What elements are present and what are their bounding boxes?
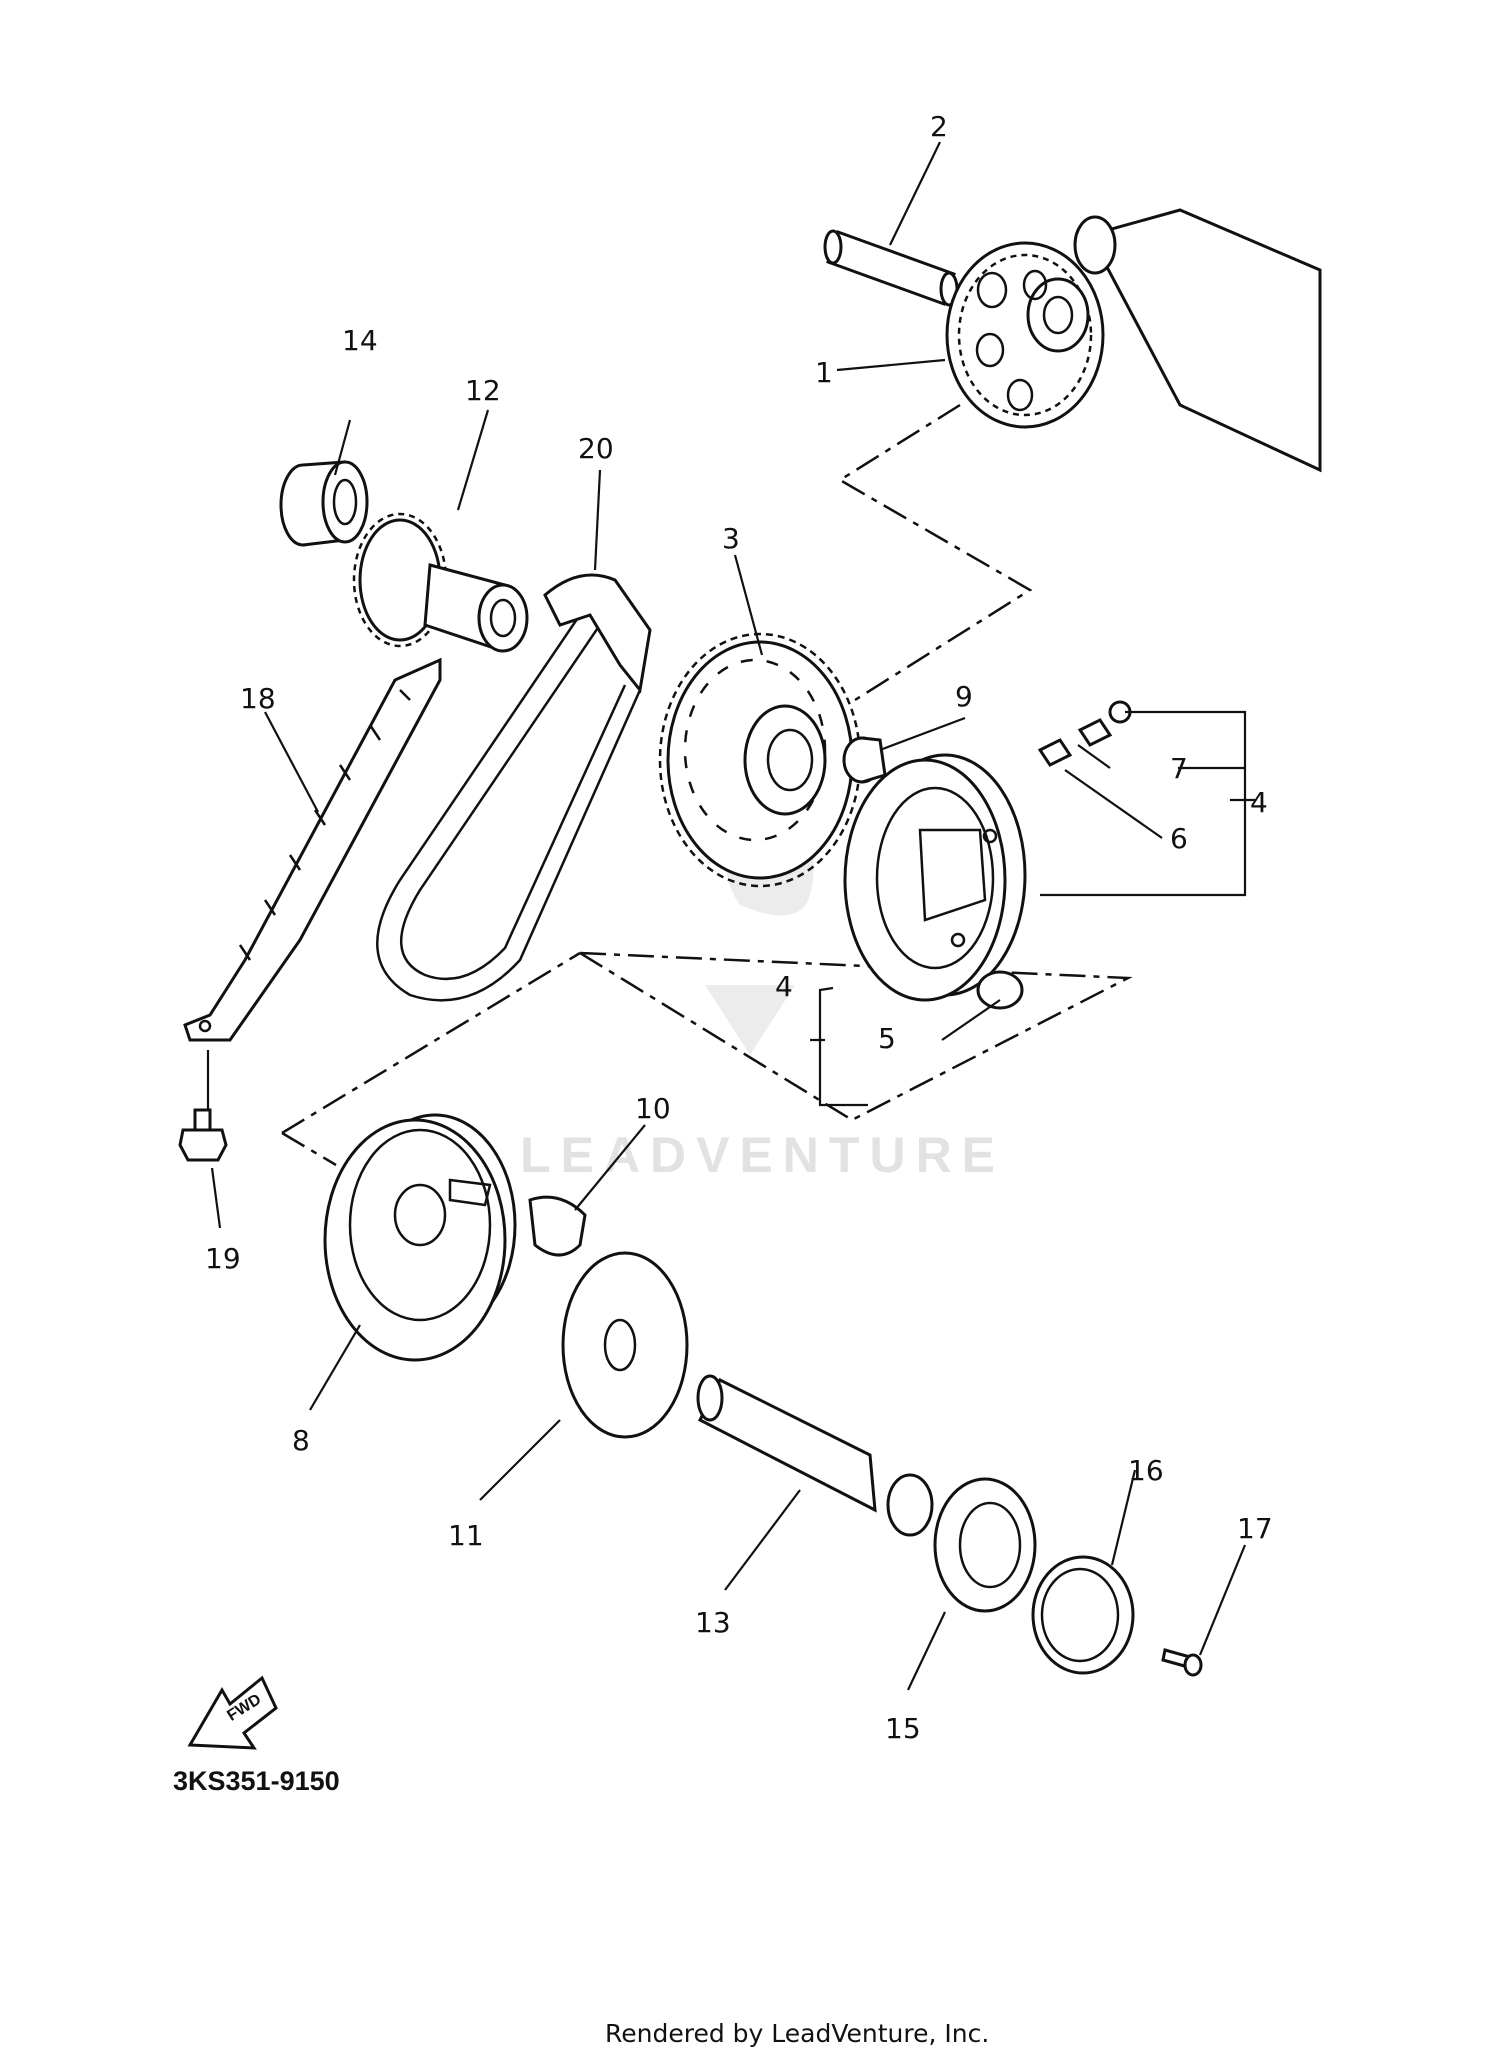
clutch-housing bbox=[323, 1113, 517, 1362]
callout-8: 8 bbox=[292, 1424, 310, 1457]
callout-4-lower: 4 bbox=[775, 970, 793, 1003]
watermark-text: LEADVENTURE bbox=[520, 1127, 1005, 1183]
plunger-cap bbox=[1077, 718, 1113, 747]
chain-guide bbox=[183, 657, 442, 1042]
callout-6: 6 bbox=[1170, 822, 1188, 855]
callout-1: 2 bbox=[930, 110, 948, 143]
cam bbox=[528, 1195, 587, 1257]
callout-19: 19 bbox=[205, 1242, 241, 1275]
callout-12: 12 bbox=[465, 374, 501, 407]
callouts: 2 1 3 4 4 5 6 7 8 9 10 11 12 13 14 15 16… bbox=[205, 110, 1273, 1745]
callout-3: 3 bbox=[722, 522, 740, 555]
bolt-guide bbox=[178, 1108, 228, 1162]
retainer-plate bbox=[1031, 1555, 1135, 1675]
leader-lines bbox=[206, 141, 1255, 1691]
starter-wheel-sprocket bbox=[658, 632, 862, 888]
footer-credit: Rendered by LeadVenture, Inc. bbox=[605, 2019, 989, 2048]
callout-7: 7 bbox=[1170, 752, 1188, 785]
callout-14: 14 bbox=[342, 324, 378, 357]
callout-18: 18 bbox=[240, 682, 276, 715]
callout-16: 16 bbox=[1128, 1454, 1164, 1487]
small-gear bbox=[842, 736, 887, 784]
callout-5: 5 bbox=[878, 1022, 896, 1055]
watermark: LEADVENTURE bbox=[520, 795, 1005, 1183]
drive-plate bbox=[561, 1251, 689, 1439]
starter-clutch-assembly bbox=[843, 753, 1027, 1002]
callout-10: 10 bbox=[635, 1092, 671, 1125]
roller bbox=[976, 970, 1024, 1010]
callout-13: 13 bbox=[695, 1606, 731, 1639]
spring bbox=[1037, 738, 1073, 767]
idler-gear bbox=[352, 512, 529, 653]
dowel-pin bbox=[823, 229, 959, 307]
screw bbox=[1161, 1648, 1203, 1677]
starter-idle-gear bbox=[945, 208, 1322, 473]
drive-chain bbox=[376, 573, 652, 1002]
callout-11: 11 bbox=[448, 1519, 484, 1552]
assembly-guide-lines bbox=[281, 403, 1133, 1167]
bearing-upper bbox=[279, 460, 369, 547]
callout-2: 1 bbox=[815, 356, 833, 389]
callout-20: 20 bbox=[578, 432, 614, 465]
fwd-arrow-icon: FWD bbox=[187, 1675, 278, 1750]
callout-17: 17 bbox=[1237, 1512, 1273, 1545]
callout-9: 9 bbox=[955, 680, 973, 713]
callout-15: 15 bbox=[885, 1712, 921, 1745]
callout-4-upper: 4 bbox=[1250, 786, 1268, 819]
shaft bbox=[696, 1374, 934, 1537]
bearing-lower bbox=[933, 1477, 1037, 1613]
diagram-code: 3KS351-9150 bbox=[173, 1766, 340, 1796]
